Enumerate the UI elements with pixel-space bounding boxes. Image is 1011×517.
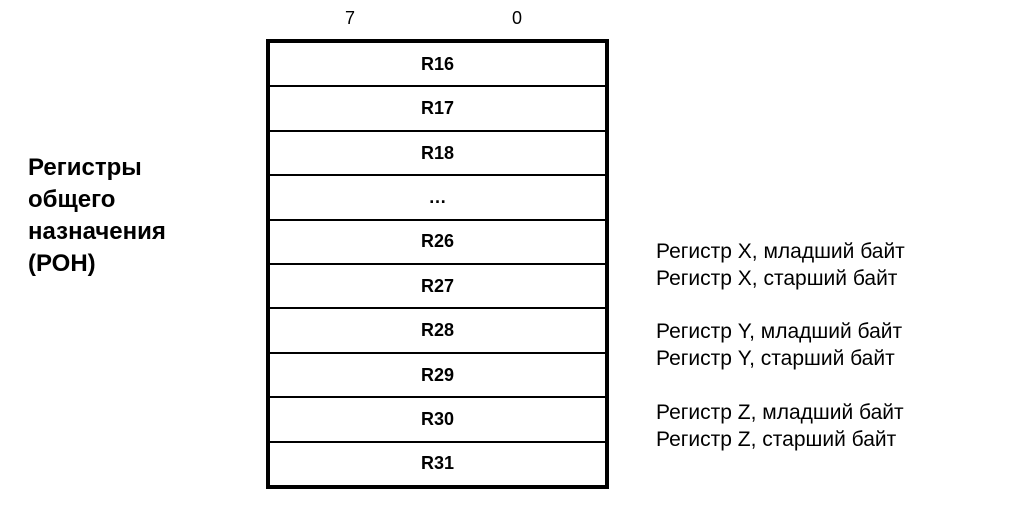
register-y-high-label: Регистр Y, старший байт <box>656 347 895 370</box>
register-row-r16: R16 <box>420 53 455 74</box>
register-row-r29: R29 <box>270 351 605 396</box>
side-title-line: общего <box>28 186 116 213</box>
side-title-line: Регистры <box>28 154 142 181</box>
register-y-low-label: Регистр Y, младший байт <box>656 320 903 343</box>
register-z-description: Регистр Z, младший байт Регистр Z, старш… <box>656 399 904 453</box>
register-table: R16 R17 R18 … R26 R27 R28 R29 R30 R31 <box>266 39 609 489</box>
register-row-r31: R31 <box>270 440 605 485</box>
register-row-r28: R28 <box>270 307 605 351</box>
side-title: Регистры общего назначения (РОН) <box>28 152 166 280</box>
register-x-low-label: Регистр X, младший байт <box>656 240 905 263</box>
register-row-r27: R27 <box>270 263 605 307</box>
register-row-r17: R17 <box>270 85 605 129</box>
side-title-line: (РОН) <box>28 250 96 277</box>
register-row-ellipsis: … <box>270 174 605 218</box>
register-row-r30: R30 <box>270 396 605 440</box>
bit-7-label: 7 <box>345 8 356 28</box>
register-x-description: Регистр X, младший байт Регистр X, старш… <box>656 238 905 292</box>
register-y-description: Регистр Y, младший байт Регистр Y, старш… <box>656 318 902 372</box>
side-title-line: назначения <box>28 218 166 245</box>
register-x-high-label: Регистр X, старший байт <box>656 267 898 290</box>
register-z-low-label: Регистр Z, младший байт <box>656 401 904 424</box>
register-row-r18: R18 <box>270 129 605 174</box>
register-z-high-label: Регистр Z, старший байт <box>656 428 897 451</box>
bit-0-label: 0 <box>512 8 523 28</box>
register-row-r26: R26 <box>270 218 605 263</box>
